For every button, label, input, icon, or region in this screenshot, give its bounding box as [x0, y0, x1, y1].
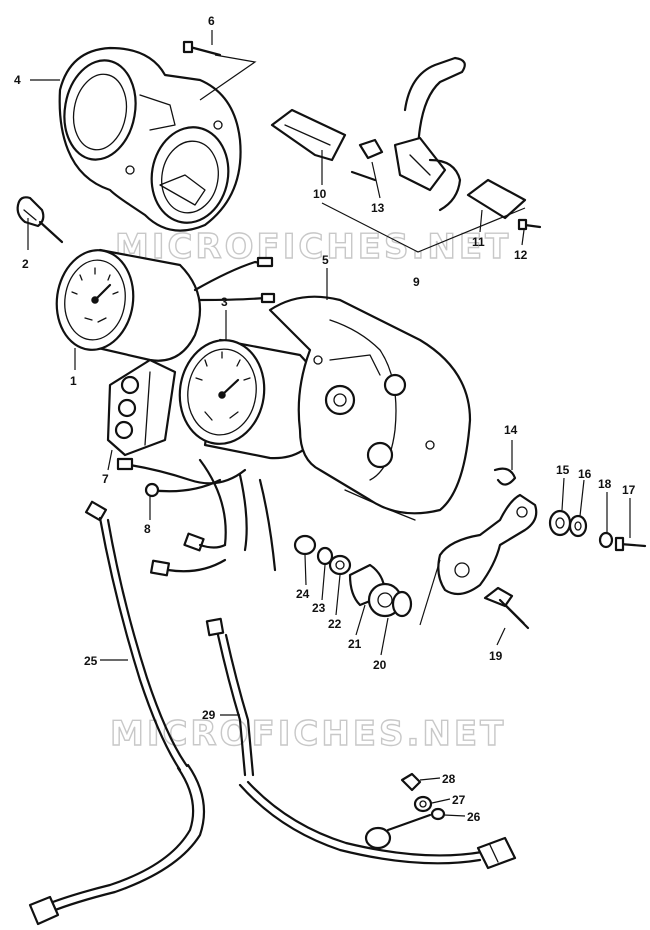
callout-20: 20: [373, 658, 387, 672]
leader-21: [355, 604, 366, 636]
leader-23: [321, 564, 326, 601]
callout-23: 23: [312, 601, 326, 615]
callout-21: 21: [348, 637, 362, 651]
watermark-top: MICROFICHES.NET: [115, 227, 511, 267]
bulb-socket-2: [16, 196, 64, 244]
meter-bracket-14: [437, 467, 538, 596]
meter-cable-25: [28, 500, 206, 926]
callout-19: 19: [489, 649, 503, 663]
callout-10: 10: [313, 187, 327, 201]
indicator-block-7: [106, 358, 177, 457]
leader-11: [479, 209, 483, 233]
callout-28: 28: [442, 772, 456, 786]
callout-17: 17: [622, 483, 636, 497]
meter-gauge-1: [55, 248, 202, 362]
wire-harness-8: [116, 457, 277, 577]
callout-22: 22: [328, 617, 342, 631]
meter-lower-case: [268, 295, 472, 521]
callout-25: 25: [84, 654, 98, 668]
callout-6: 6: [208, 14, 215, 28]
leader-24: [304, 554, 307, 586]
leader-12: [521, 229, 525, 246]
callout-29: 29: [202, 708, 216, 722]
callout-7: 7: [102, 472, 109, 486]
leader-22: [335, 574, 341, 616]
screw-12: [517, 218, 542, 231]
callout-13: 13: [371, 201, 385, 215]
screw-6: [182, 40, 222, 57]
leader-15: [561, 477, 565, 511]
callout-18: 18: [598, 477, 612, 491]
callout-9: 9: [413, 275, 420, 289]
socket-13: [350, 138, 384, 182]
nut-18: [598, 531, 614, 549]
callout-14: 14: [504, 423, 518, 437]
meter-cable-29: [205, 617, 517, 870]
callout-27: 27: [452, 793, 466, 807]
callout-26: 26: [467, 810, 481, 824]
leader-27: [431, 798, 451, 804]
leader-20-stem: [380, 617, 389, 656]
leader-6: [199, 54, 257, 101]
switch-11: [466, 178, 527, 220]
washers-15-16: [548, 509, 588, 538]
wire-connector-middle: [260, 292, 276, 304]
callout-15: 15: [556, 463, 570, 477]
leader-26: [443, 814, 466, 817]
switch-bracket-9: [393, 56, 466, 212]
lamp-wire-middle: [198, 296, 267, 302]
leader-28: [419, 777, 441, 781]
washer-27: [413, 795, 433, 813]
nut-28: [400, 772, 422, 792]
meter-upper-case: [58, 46, 242, 232]
clamp-26: [364, 807, 446, 850]
callout-5: 5: [322, 253, 329, 267]
leader-20: [419, 559, 441, 626]
wire-connector-upper: [256, 256, 274, 268]
bolt-17: [614, 536, 647, 552]
leader-9: [321, 202, 526, 253]
leader-7: [107, 449, 113, 471]
leader-16: [579, 479, 585, 517]
callout-11: 11: [472, 235, 485, 249]
callout-24: 24: [296, 587, 310, 601]
switch-housing-10: [270, 108, 347, 162]
callout-16: 16: [578, 467, 592, 481]
callout-3: 3: [221, 295, 228, 309]
callout-1: 1: [70, 374, 77, 388]
leader-13: [371, 161, 381, 199]
lamp-wire-upper: [193, 260, 274, 292]
bolt-19: [483, 586, 530, 630]
cushion-stack-20-24: [293, 534, 413, 618]
callout-8: 8: [144, 522, 151, 536]
callout-4: 4: [14, 73, 21, 87]
leader-19: [496, 627, 506, 646]
callout-12: 12: [514, 248, 528, 262]
callout-2: 2: [22, 257, 29, 271]
